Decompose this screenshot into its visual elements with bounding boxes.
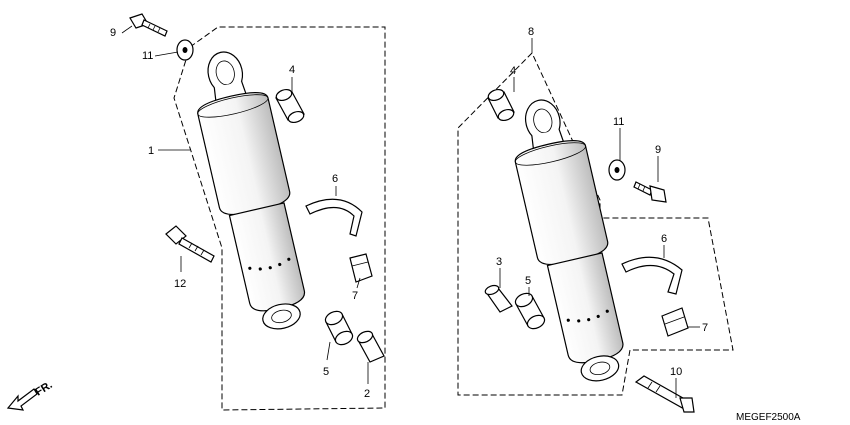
right-band-clip-6 <box>621 256 683 295</box>
callout-right-7: 7 <box>702 322 708 334</box>
right-bushing-4 <box>487 88 515 122</box>
callout-left-6: 6 <box>332 173 338 185</box>
callout-right-6: 6 <box>661 233 667 245</box>
right-flange-bolt-9 <box>633 181 667 203</box>
left-flange-bolt-9 <box>129 13 168 37</box>
right-clip-7 <box>661 307 689 337</box>
front-direction-label: FR. <box>33 379 54 399</box>
left-bushing-4 <box>275 88 305 124</box>
callout-left-5: 5 <box>323 366 329 378</box>
right-bolt-10 <box>634 375 695 413</box>
callout-left-4: 4 <box>289 64 295 76</box>
callout-right-4: 4 <box>510 65 516 77</box>
left-washer-11 <box>176 39 194 61</box>
left-shock-absorber <box>197 51 306 330</box>
callout-right-8: 8 <box>528 26 534 38</box>
front-arrow-icon <box>6 388 38 411</box>
right-washer-11 <box>608 159 626 181</box>
left-band-clip-6 <box>305 198 363 237</box>
left-leader-lines <box>121 25 369 384</box>
callout-left-2: 2 <box>364 388 370 400</box>
right-spacer-3 <box>484 284 513 313</box>
left-collar-2 <box>356 330 385 363</box>
callout-right-5: 5 <box>525 275 531 287</box>
left-assembly-group-border <box>173 26 386 411</box>
callout-left-7: 7 <box>352 290 358 302</box>
left-clip-7 <box>349 253 373 283</box>
right-callouts: 8 4 11 9 6 3 5 7 10 <box>496 26 708 378</box>
left-callouts: 9 11 4 1 6 12 7 5 2 <box>110 27 370 400</box>
callout-left-12: 12 <box>174 278 186 290</box>
diagram-code: MEGEF2500A <box>736 412 801 423</box>
left-flange-bolt-12 <box>165 225 215 263</box>
callout-right-3: 3 <box>496 256 502 268</box>
right-bushing-5 <box>514 292 546 330</box>
front-direction-indicator: FR. <box>6 379 55 411</box>
callout-right-9: 9 <box>655 144 661 156</box>
callout-left-11: 11 <box>142 50 153 62</box>
callout-right-10: 10 <box>670 366 682 378</box>
right-leader-lines <box>499 77 700 398</box>
callout-left-1: 1 <box>148 145 154 157</box>
callout-left-9: 9 <box>110 27 116 39</box>
callout-right-11: 11 <box>613 116 624 128</box>
right-shock-absorber <box>514 99 624 382</box>
left-bushing-5 <box>324 310 354 346</box>
